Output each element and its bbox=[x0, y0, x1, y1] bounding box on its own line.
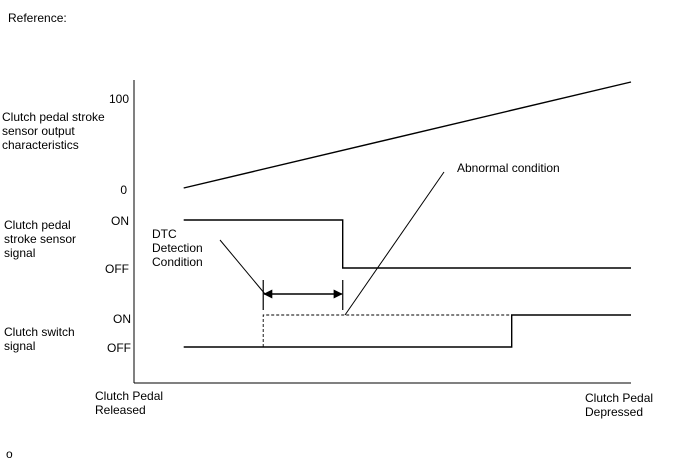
x-start-label-line-1: Clutch Pedal bbox=[95, 389, 163, 403]
x-end-label-line-1: Clutch Pedal bbox=[585, 391, 653, 405]
stroke-output-label: Clutch pedal stroke sensor output charac… bbox=[2, 110, 108, 152]
clutch-switch-label-line-1: Clutch switch bbox=[4, 325, 75, 339]
dtc-annotation-line-2: Detection bbox=[152, 241, 203, 255]
stroke-output-label-line-1: Clutch pedal stroke bbox=[2, 110, 105, 124]
stroke-output-label-line-2: sensor output bbox=[2, 124, 75, 138]
footer-mark: o bbox=[6, 447, 13, 461]
dtc-annotation-text: DTC Detection Condition bbox=[152, 227, 206, 269]
trace-clutch-switch bbox=[183, 314, 631, 348]
trace-stroke-output bbox=[183, 81, 632, 189]
abnormal-leader-line bbox=[344, 171, 445, 316]
dtc-leader-line bbox=[219, 239, 266, 295]
level-label-stroke-signal-low: OFF bbox=[105, 262, 129, 276]
clutch-switch-label: Clutch switch signal bbox=[4, 325, 78, 353]
reference-label: Reference: bbox=[8, 11, 67, 25]
stroke-signal-label-line-3: signal bbox=[4, 246, 35, 260]
stroke-signal-label: Clutch pedal stroke sensor signal bbox=[4, 218, 79, 260]
dtc-annotation-line-3: Condition bbox=[152, 255, 203, 269]
trace-stroke-signal bbox=[183, 219, 631, 269]
stroke-output-label-line-3: characteristics bbox=[2, 138, 79, 152]
clutch-switch-label-line-2: signal bbox=[4, 339, 35, 353]
level-label-stroke-output-high: 100 bbox=[109, 92, 129, 106]
level-label-clutch-switch-low: OFF bbox=[107, 341, 131, 355]
trace-clutch-switch-abnormal bbox=[262, 314, 512, 347]
x-start-label: Clutch Pedal Released bbox=[95, 389, 166, 417]
x-end-label-line-2: Depressed bbox=[585, 405, 643, 419]
stroke-signal-label-line-2: stroke sensor bbox=[4, 232, 76, 246]
x-start-label-line-2: Released bbox=[95, 403, 146, 417]
x-end-label: Clutch Pedal Depressed bbox=[585, 391, 656, 419]
level-label-stroke-signal-high: ON bbox=[111, 214, 129, 228]
level-label-clutch-switch-high: ON bbox=[113, 312, 131, 326]
level-label-stroke-output-low: 0 bbox=[120, 183, 127, 197]
abnormal-annotation-text: Abnormal condition bbox=[457, 161, 560, 175]
dtc-annotation-line-1: DTC bbox=[152, 227, 177, 241]
stroke-signal-label-line-1: Clutch pedal bbox=[4, 218, 71, 232]
